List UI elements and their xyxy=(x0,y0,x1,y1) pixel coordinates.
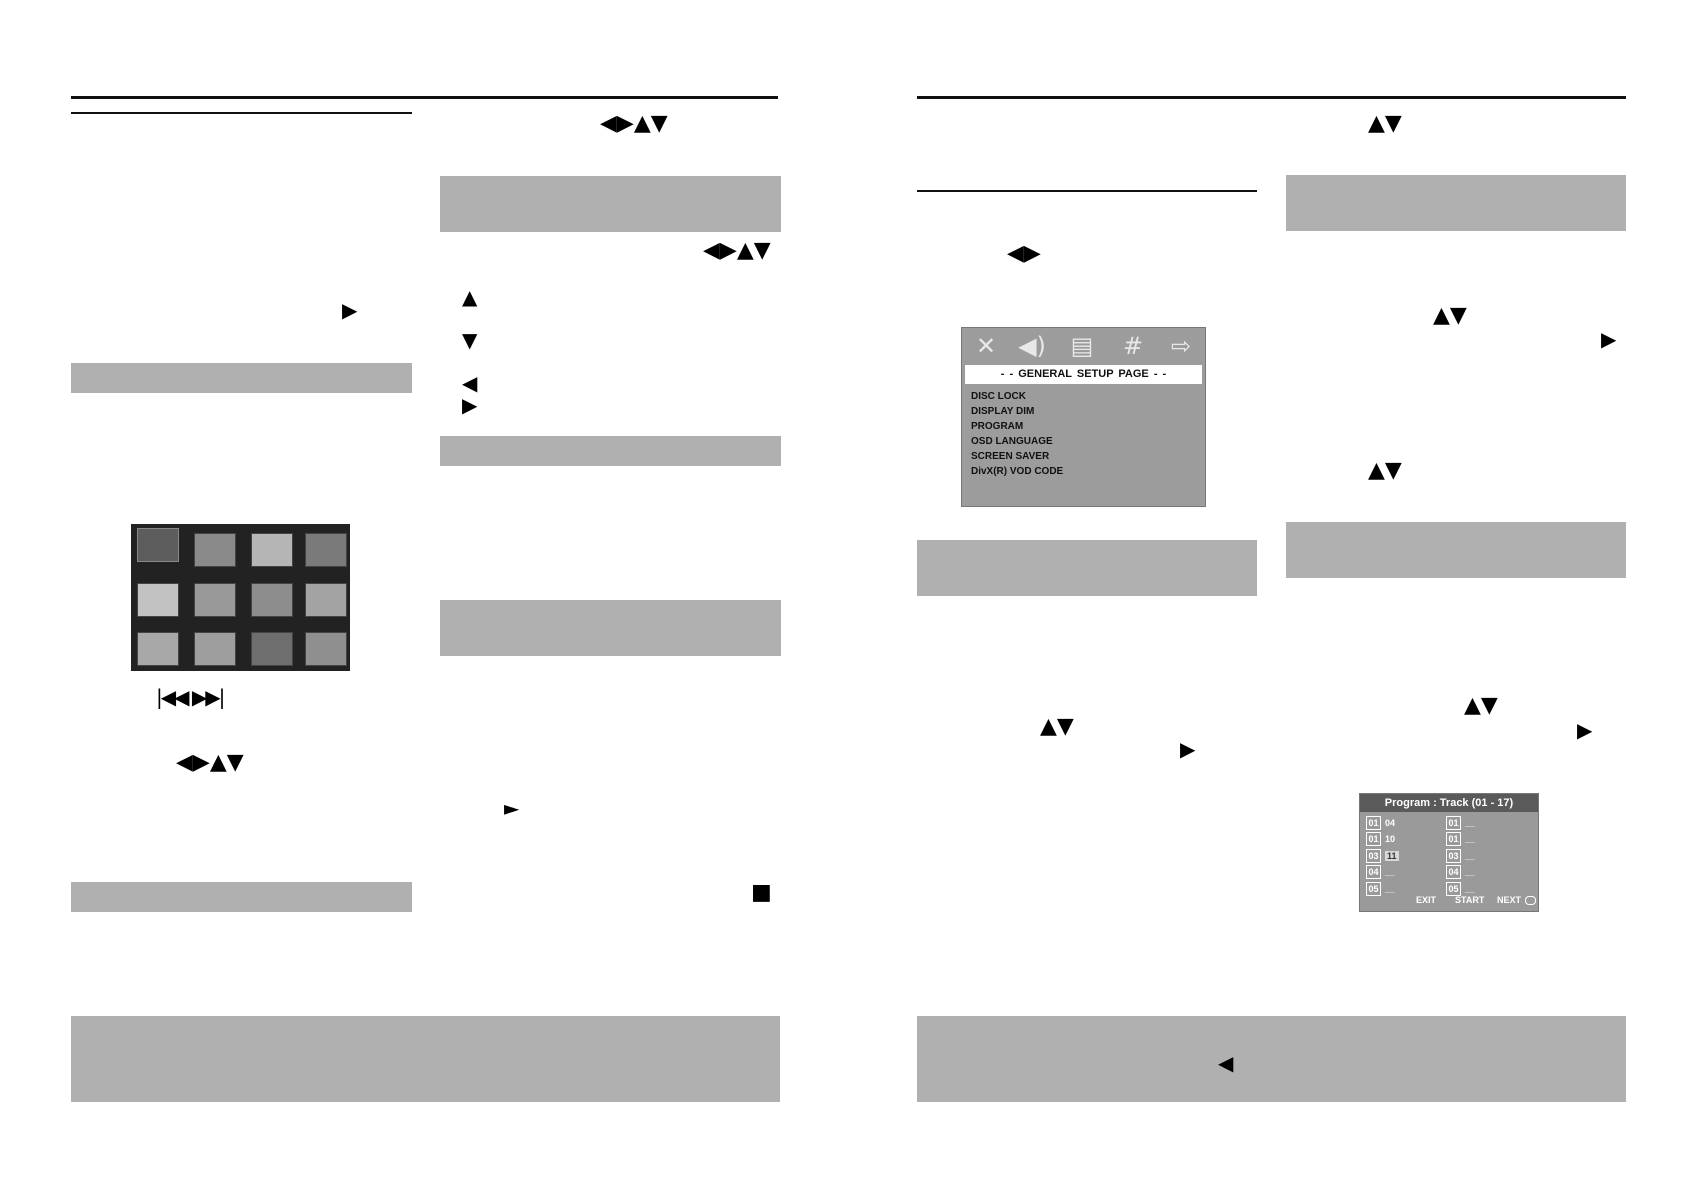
stop-icon: ■ xyxy=(751,880,772,905)
start-button[interactable]: START xyxy=(1455,895,1485,905)
up-arrow-icon: ▲ xyxy=(462,285,478,309)
nav-arrows-icon: ◀▶▲▼ xyxy=(600,111,668,136)
program-slot[interactable]: 03__ xyxy=(1446,849,1475,863)
left-right-icon: ◀▶ xyxy=(1007,241,1041,266)
note-box xyxy=(917,540,1257,596)
setup-menu-item[interactable]: DISC LOCK xyxy=(971,391,1026,402)
nav-arrows-icon: ◀▶▲▼ xyxy=(703,238,771,263)
setup-menu-item[interactable]: OSD LANGUAGE xyxy=(971,436,1053,447)
picture-thumbnail-grid xyxy=(131,524,350,671)
section-header-bar xyxy=(440,436,781,466)
thumbnail-4[interactable] xyxy=(305,533,347,567)
play-icon: ▶ xyxy=(342,298,358,322)
thumbnail-10[interactable] xyxy=(194,632,236,666)
left-arrow-icon: ◀ xyxy=(1218,1051,1234,1075)
program-title: Program : Track (01 - 17) xyxy=(1360,794,1538,812)
next-key-icon xyxy=(1525,896,1536,905)
thumbnail-5[interactable] xyxy=(137,583,179,617)
right-arrow-icon: ▶ xyxy=(462,393,478,417)
thumbnail-12[interactable] xyxy=(305,632,347,666)
left-column-header-rule xyxy=(71,112,412,114)
note-box xyxy=(1286,175,1626,231)
program-slot[interactable]: 05__ xyxy=(1446,882,1475,896)
speaker-icon[interactable]: ◀) xyxy=(1018,332,1046,360)
left-page-top-rule xyxy=(71,96,778,99)
thumbnail-11[interactable] xyxy=(251,632,293,666)
thumbnail-6[interactable] xyxy=(194,583,236,617)
video-icon[interactable]: ▤ xyxy=(1070,332,1094,360)
program-slot[interactable]: 01__ xyxy=(1446,816,1475,830)
setup-menu-item[interactable]: PROGRAM xyxy=(971,421,1024,432)
general-setup-menu: ✕ ◀) ▤ # ⇨ - - GENERAL SETUP PAGE - - DI… xyxy=(961,327,1206,507)
wrench-speaker-icon[interactable]: ✕ xyxy=(975,332,997,360)
nav-arrows-icon: ◀▶▲▼ xyxy=(176,750,244,775)
right-page-top-rule xyxy=(917,96,1626,99)
bottom-note-box xyxy=(917,1016,1626,1102)
play-icon: ► xyxy=(504,796,520,820)
exit-button[interactable]: EXIT xyxy=(1416,895,1437,905)
play-icon: ▶ xyxy=(1180,737,1196,761)
program-slot[interactable]: 04__ xyxy=(1446,865,1475,879)
grid-icon[interactable]: # xyxy=(1122,332,1144,360)
setup-page-title: - - GENERAL SETUP PAGE - - xyxy=(965,365,1202,384)
down-arrow-icon: ▼ xyxy=(462,328,478,352)
thumbnail-1[interactable] xyxy=(137,528,179,562)
up-down-icon: ▲▼ xyxy=(1040,714,1074,739)
setup-menu-item[interactable]: SCREEN SAVER xyxy=(971,451,1050,462)
setup-menu-list: DISC LOCK DISPLAY DIM PROGRAM OSD LANGUA… xyxy=(971,389,1063,479)
note-box xyxy=(1286,522,1626,578)
play-icon: ▶ xyxy=(1601,327,1617,351)
exit-icon[interactable]: ⇨ xyxy=(1170,332,1192,360)
thumbnail-8[interactable] xyxy=(305,583,347,617)
prev-next-icon: |◀◀ ▶▶| xyxy=(156,685,225,709)
setup-menu-item[interactable]: DISPLAY DIM xyxy=(971,406,1035,417)
thumbnail-9[interactable] xyxy=(137,632,179,666)
section-header-bar xyxy=(71,882,412,912)
thumbnail-2[interactable] xyxy=(194,533,236,567)
right-column-header-rule xyxy=(917,190,1257,192)
note-box xyxy=(440,600,781,656)
left-arrow-icon: ◀ xyxy=(462,371,478,395)
play-icon: ▶ xyxy=(1577,718,1593,742)
thumbnail-7[interactable] xyxy=(251,583,293,617)
program-slot[interactable]: 05__ xyxy=(1366,882,1395,896)
note-box xyxy=(440,176,781,232)
bottom-note-box xyxy=(71,1016,780,1102)
program-slot[interactable]: 04__ xyxy=(1366,865,1395,879)
up-down-icon: ▲▼ xyxy=(1464,693,1498,718)
next-button[interactable]: NEXT xyxy=(1497,895,1522,905)
setup-menu-item[interactable]: DivX(R) VOD CODE xyxy=(971,466,1064,477)
section-header-bar xyxy=(71,363,412,393)
program-slot[interactable]: 01__ xyxy=(1446,832,1475,846)
up-down-icon: ▲▼ xyxy=(1368,458,1402,483)
up-down-icon: ▲▼ xyxy=(1433,303,1467,328)
setup-icon-bar: ✕ ◀) ▤ # ⇨ xyxy=(962,328,1205,364)
thumbnail-3[interactable] xyxy=(251,533,293,567)
up-down-icon: ▲▼ xyxy=(1368,111,1402,136)
